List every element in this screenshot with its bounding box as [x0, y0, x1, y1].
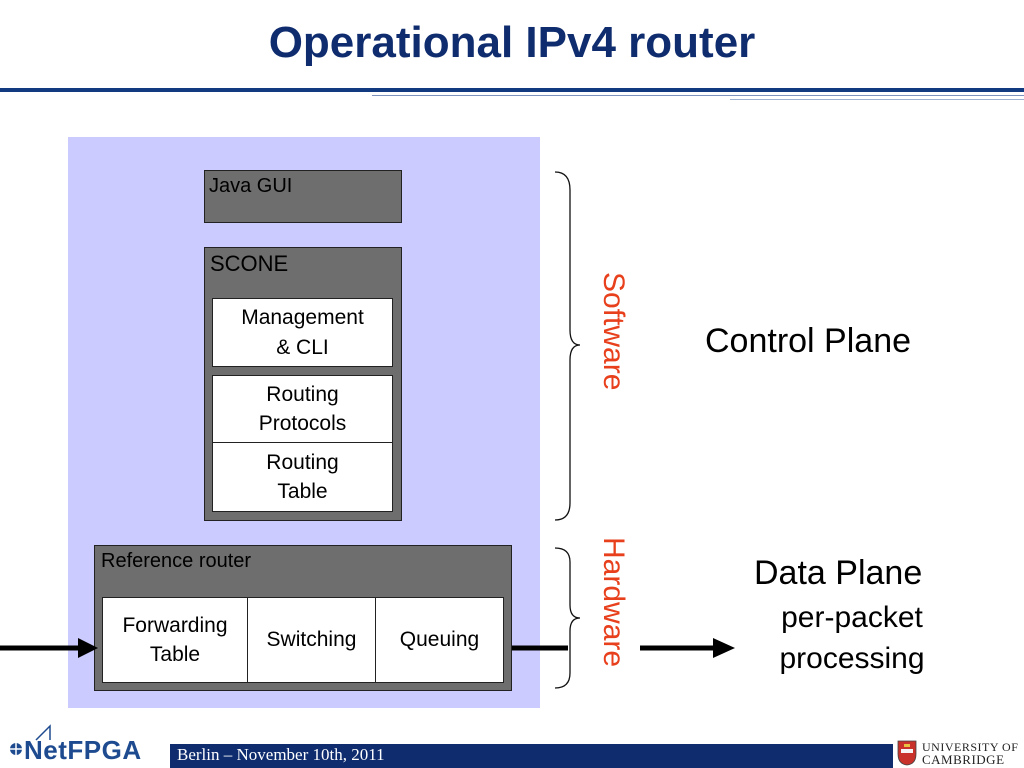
cli-label: & CLI — [276, 335, 329, 359]
routing-protocols-label-line2: Protocols — [258, 412, 347, 435]
hardware-label: Hardware — [597, 537, 630, 668]
routing-protocols-label-line1: Routing — [266, 382, 339, 406]
management-cli-box: Management & CLI — [212, 298, 393, 367]
routing-protocols-box: Routing Protocols — [212, 375, 393, 443]
cambridge-logo-line2: CAMBRIDGE — [922, 752, 1005, 767]
java-gui-label: Java GUI — [209, 175, 293, 197]
switching-label: Switching — [266, 628, 357, 652]
control-plane-label: Control Plane — [705, 322, 912, 360]
title-rule-thin-lower — [730, 99, 1024, 100]
output-arrow-head — [713, 638, 735, 658]
per-packet-line2: processing — [779, 641, 925, 675]
footer-bar — [170, 744, 1024, 768]
software-brace — [554, 171, 581, 521]
software-label: Software — [597, 272, 630, 391]
netfpga-logo-icon — [10, 724, 51, 755]
routing-table-box: Routing Table — [212, 442, 393, 512]
per-packet-processing-label: per-packet processing — [752, 598, 952, 679]
cambridge-logo-line1: UNIVERSITY OF — [922, 740, 1019, 754]
per-packet-line1: per-packet — [781, 601, 923, 634]
java-gui-box — [204, 170, 402, 223]
management-label: Management — [241, 306, 364, 330]
title-rule-thin — [372, 95, 1024, 96]
forwarding-label-line2: Table — [149, 643, 201, 666]
queuing-box: Queuing — [375, 597, 504, 683]
queuing-label: Queuing — [399, 628, 480, 652]
forwarding-table-box: Forwarding Table — [102, 597, 248, 683]
routing-table-label-line2: Table — [277, 480, 328, 503]
forwarding-label-line1: Forwarding — [122, 613, 228, 637]
hardware-brace — [554, 547, 581, 689]
slide-title: Operational IPv4 router — [268, 18, 756, 67]
routing-table-label-line1: Routing — [266, 450, 339, 474]
cambridge-shield-icon — [897, 740, 917, 766]
scone-label: SCONE — [210, 251, 289, 276]
reference-router-label: Reference router — [101, 550, 252, 572]
netfpga-logo-text: NetFPGA — [24, 735, 142, 765]
footer-event-text: Berlin – November 10th, 2011 — [177, 745, 385, 764]
title-rule — [0, 88, 1024, 92]
switching-box: Switching — [247, 597, 376, 683]
data-plane-label: Data Plane — [754, 554, 923, 592]
